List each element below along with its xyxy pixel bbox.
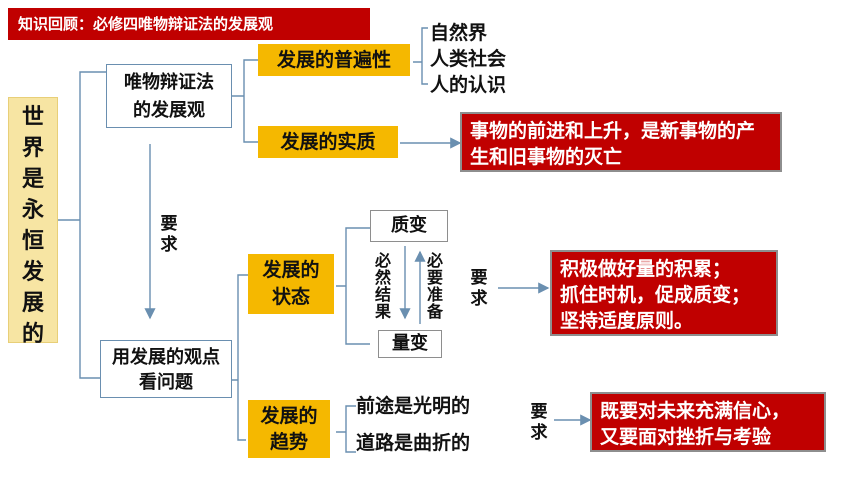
essence-text: 事物的前进和上升，是新事物的产生和旧事物的灭亡: [460, 112, 782, 172]
page-title: 知识回顾：必修四唯物辩证法的发展观: [8, 8, 370, 40]
root-char: 发: [21, 260, 44, 285]
inevitable-result-label: 必 然 结 果: [375, 252, 391, 320]
state-advice: 积极做好量的积累； 抓住时机，促成质变； 坚持适度原则。: [550, 250, 778, 336]
dialectics-development-box: 唯物辩证法的发展观: [106, 64, 232, 128]
trend-label: 发展的趋势: [248, 400, 330, 458]
universality-item-cognition: 人的认识: [430, 74, 507, 96]
requirement-label: 要 求: [160, 214, 178, 256]
root-char: 是: [21, 167, 44, 192]
state-requirement-char: 求: [470, 289, 488, 309]
requirement-char: 要: [160, 214, 178, 234]
qualitative-change-box: 质变: [370, 210, 448, 242]
state-requirement-char: 要: [470, 268, 488, 288]
quantitative-change-box: 量变: [378, 330, 442, 358]
trend-requirement-char: 要: [530, 402, 548, 422]
state-label: 发展的状态: [248, 254, 334, 314]
root-char: 的: [21, 322, 44, 347]
apply-development-view-box: 用发展的观点看问题: [100, 340, 232, 398]
trend-road: 道路是曲折的: [356, 432, 471, 454]
universality-item-nature: 自然界: [430, 22, 488, 44]
universality-item-society: 人类社会: [430, 48, 507, 70]
universality-items: 自然界 人类社会 人的认识: [430, 20, 550, 98]
trend-advice-line: 既要对未来充满信心，: [600, 400, 791, 422]
essence-label: 发展的实质: [258, 126, 398, 158]
trend-advice: 既要对未来充满信心， 又要面对挫折与考验: [590, 392, 826, 452]
necessary-prep-char: 必: [427, 251, 444, 270]
state-advice-line: 抓住时机，促成质变；: [560, 284, 751, 306]
inevitable-result-char: 然: [375, 268, 392, 287]
trend-requirement-label: 要 求: [530, 402, 548, 444]
state-requirement-label: 要 求: [470, 268, 488, 310]
state-advice-line: 坚持适度原则。: [560, 310, 694, 332]
state-brace: [336, 227, 370, 345]
top-box-brace: [232, 59, 258, 143]
state-advice-line: 积极做好量的积累；: [560, 258, 732, 280]
universality-brace: [413, 27, 428, 85]
inevitable-result-char: 必: [375, 251, 392, 270]
root-char: 永: [21, 198, 44, 223]
root-topic: 世 界 是 永 恒 发 展 的: [8, 97, 58, 347]
trend-future: 前途是光明的: [356, 395, 471, 417]
inevitable-result-char: 果: [375, 302, 392, 321]
universality-label: 发展的普遍性: [258, 44, 410, 76]
necessary-prep-char: 准: [427, 285, 444, 304]
necessary-prep-char: 备: [427, 302, 444, 321]
necessary-prep-label: 必 要 准 备: [427, 252, 443, 320]
root-brace: [58, 71, 106, 379]
root-char: 展: [21, 291, 44, 316]
requirement-char: 求: [160, 235, 178, 255]
root-char: 界: [21, 136, 44, 161]
bottom-box-brace: [232, 274, 248, 441]
root-char: 恒: [21, 229, 44, 254]
trend-advice-line: 又要面对挫折与考验: [600, 426, 772, 448]
trend-requirement-char: 求: [530, 423, 548, 443]
root-char: 世: [21, 105, 44, 130]
trend-brace: [336, 405, 356, 453]
necessary-prep-char: 要: [427, 268, 444, 287]
inevitable-result-char: 结: [375, 285, 392, 304]
